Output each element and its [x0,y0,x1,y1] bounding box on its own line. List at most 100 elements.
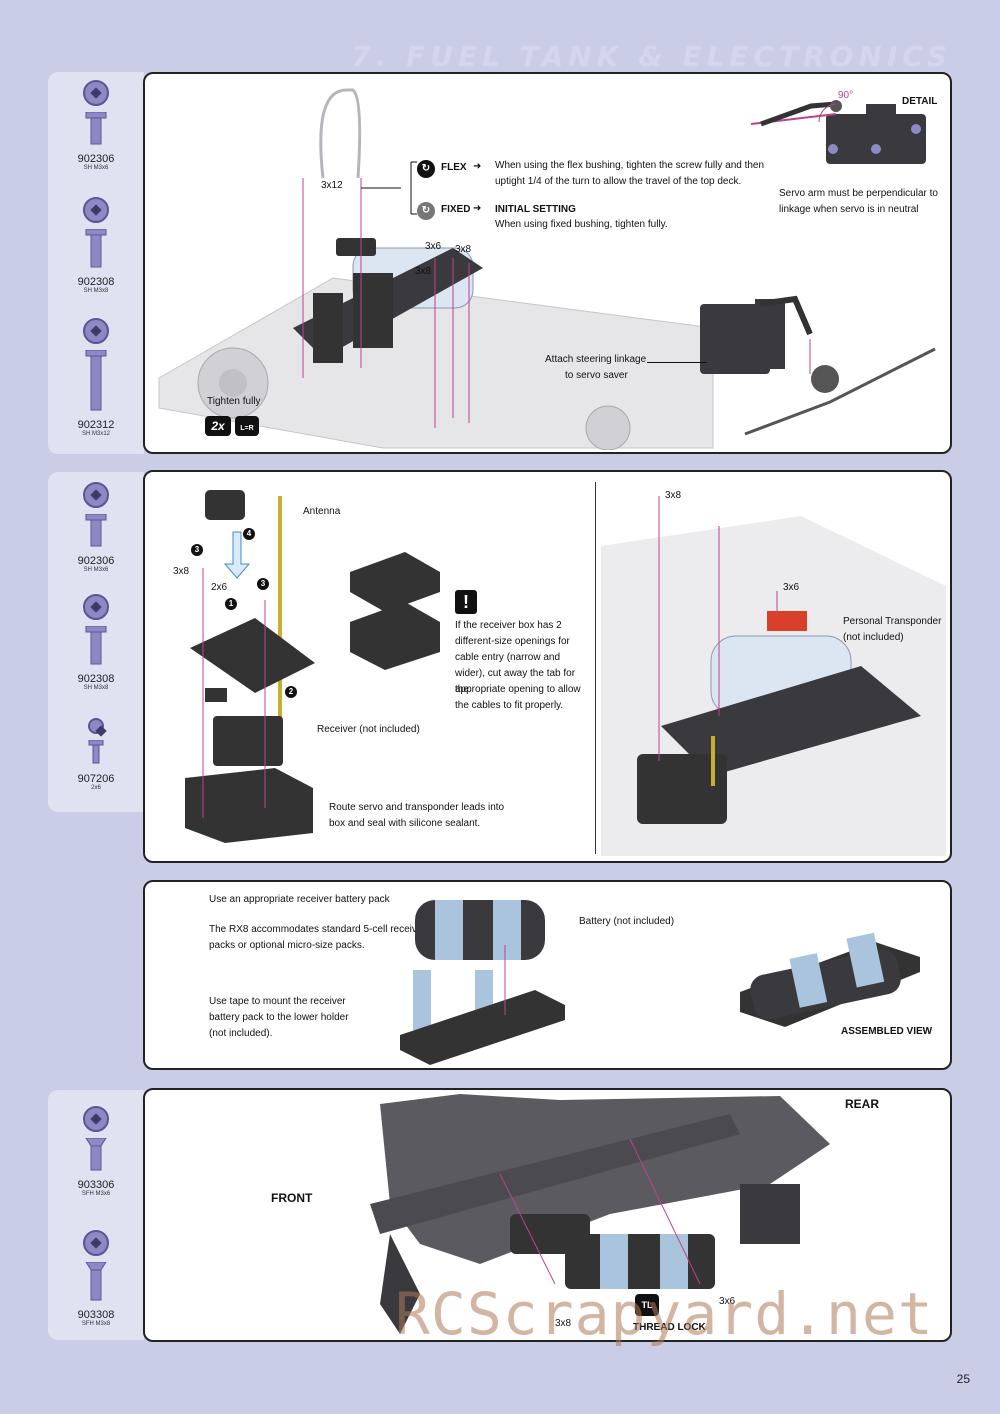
initial-setting: INITIAL SETTING [495,204,576,215]
screw-902312: 902312 SH M3x12 [48,318,144,437]
screw-body-icon [85,228,107,268]
label-3x8-a: 3x8 [415,266,432,277]
screw-903306: 903306 SFH M3x6 [48,1106,144,1197]
step-2-marker: 2 [285,686,297,698]
warning-text-1: If the receiver box has 2 [455,620,562,631]
page-title: 7. FUEL TANK & ELECTRONICS [351,40,952,73]
flex-arrow-icon: ➜ [473,161,482,172]
step-3-marker-b: 3 [257,578,269,590]
tighten-label: Tighten fully [207,396,261,407]
screw-sub: SH M3x12 [81,431,110,437]
chassis-topdeck-illustration [158,88,714,450]
assembled-view-label: ASSEMBLED VIEW [841,1026,933,1037]
servo-detail-illustration [750,100,926,164]
screw-head-icon [83,1106,109,1132]
warning-text-3: cable entry (narrow and [455,652,561,663]
screw-head-icon [83,197,109,223]
steering-leader-line [647,362,707,363]
servo-note-1: Servo arm must be perpendicular to [779,188,938,199]
receiver-lid-illustration [350,552,440,670]
tape-text-3: (not included). [209,1028,273,1039]
screw-sub: SFH M3x8 [81,1321,111,1327]
screw-902306: 902306 SH M3x6 [48,482,144,573]
warning-text-4: wider), cut away the tab for the [455,668,576,695]
section4-panel: REAR FRONT 3x8 3x6 TL THREAD LOCK [143,1088,952,1342]
label-3x8-right: 3x8 [665,490,682,501]
screw-body-icon [85,349,107,411]
screw-code: 903308 [77,1309,115,1321]
antenna-label: Antenna [303,506,341,517]
flex-text-1: When using the flex bushing, tighten the… [495,160,765,171]
screw-902306: 902306 SH M3x6 [48,80,144,171]
rx8-text-2: packs or optional micro-size packs. [209,940,365,951]
screw-body-icon [85,111,107,145]
screw-body-icon [88,739,104,764]
screw-head-icon [83,1230,109,1256]
steering-linkage-illustration [700,295,936,436]
chassis-receiver-illustration [601,496,946,856]
label-fixed: FIXED [441,204,471,215]
screw-code: 902308 [77,276,115,288]
screw-code: 907206 [77,773,115,785]
screw-902308: 902308 SH M3x8 [48,594,144,691]
tape-text-1: Use tape to mount the receiver [209,996,346,1007]
screw-907206: 907206 2x6 [48,718,144,791]
screw-code: 902308 [77,673,115,685]
screw-902308: 902308 SH M3x8 [48,197,144,294]
label-3x12: 3x12 [321,180,343,191]
steering-text-1: Attach steering linkage [545,354,647,365]
label-flex: FLEX [441,162,467,173]
section2-panel: Antenna 3x8 2x6 3 1 3 4 2 ! If the recei… [143,470,952,863]
page-number: 25 [956,1372,970,1386]
warning-icon: ! [455,590,477,614]
section1-panel: 3x12 3x6 3x8 3x8 ↻ FLEX ➜ When using the… [143,72,952,454]
screw-body-icon [85,625,107,665]
screw-code: 902306 [77,153,115,165]
receiver-box-illustration [185,490,315,843]
fixed-icon: ↻ [417,202,435,220]
front-label: FRONT [271,1191,313,1205]
route-text-2: box and seal with silicone sealant. [329,818,481,829]
detail-label: DETAIL [902,96,938,107]
screw-sub: SH M3x6 [83,567,109,573]
receiver-label: Receiver (not included) [317,724,420,735]
watermark: RCScrapyard.net [395,1280,934,1348]
screw-body-icon [85,513,107,547]
section3-panel: Use an appropriate receiver battery pack… [143,880,952,1070]
tape-text-2: battery pack to the lower holder [209,1012,349,1023]
chassis-underside-illustration [370,1094,830,1334]
section4-sidebar: 903306 SFH M3x6 903308 SFH M3x8 [48,1090,144,1340]
transponder-text-1: Personal Transponder [843,616,942,627]
lr-badge: L=R [235,416,259,436]
flex-icon: ↻ [417,160,435,178]
screw-code: 902312 [77,419,115,431]
screw-head-icon [88,718,104,734]
step-1-marker: 1 [225,598,237,610]
screw-sub: 2x6 [91,785,101,791]
flex-fixed-bracket [361,161,417,215]
battery-assembled-illustration [740,932,920,1027]
step-4-marker: 4 [243,528,255,540]
screw-head-icon [83,482,109,508]
screw-sub: SH M3x6 [83,165,109,171]
label-3x6-right: 3x6 [783,582,800,593]
screw-head-icon [83,318,109,344]
section2-divider [595,482,596,854]
battery-label: Battery (not included) [579,916,675,927]
screw-code: 903306 [77,1179,115,1191]
screw-903308: 903308 SFH M3x8 [48,1230,144,1327]
screw-code: 902306 [77,555,115,567]
screw-head-icon [83,594,109,620]
screw-body-icon [85,1137,107,1171]
qty-badge: 2x [205,416,231,436]
servo-note-2: linkage when servo is in neutral [779,204,919,215]
route-text-1: Route servo and transponder leads into [329,802,505,813]
label-3x8: 3x8 [555,1318,572,1329]
screw-sub: SFH M3x6 [81,1191,111,1197]
footer-logo: RX8 [50,1354,101,1378]
angle-label: 90° [838,90,854,101]
section2-sidebar: 902306 SH M3x6 902308 SH M3x8 907206 2x6 [48,472,144,812]
transponder-text-2: (not included) [843,632,904,643]
warning-text-6: the cables to fit properly. [455,700,564,711]
battery-exploded-illustration [400,900,565,1065]
